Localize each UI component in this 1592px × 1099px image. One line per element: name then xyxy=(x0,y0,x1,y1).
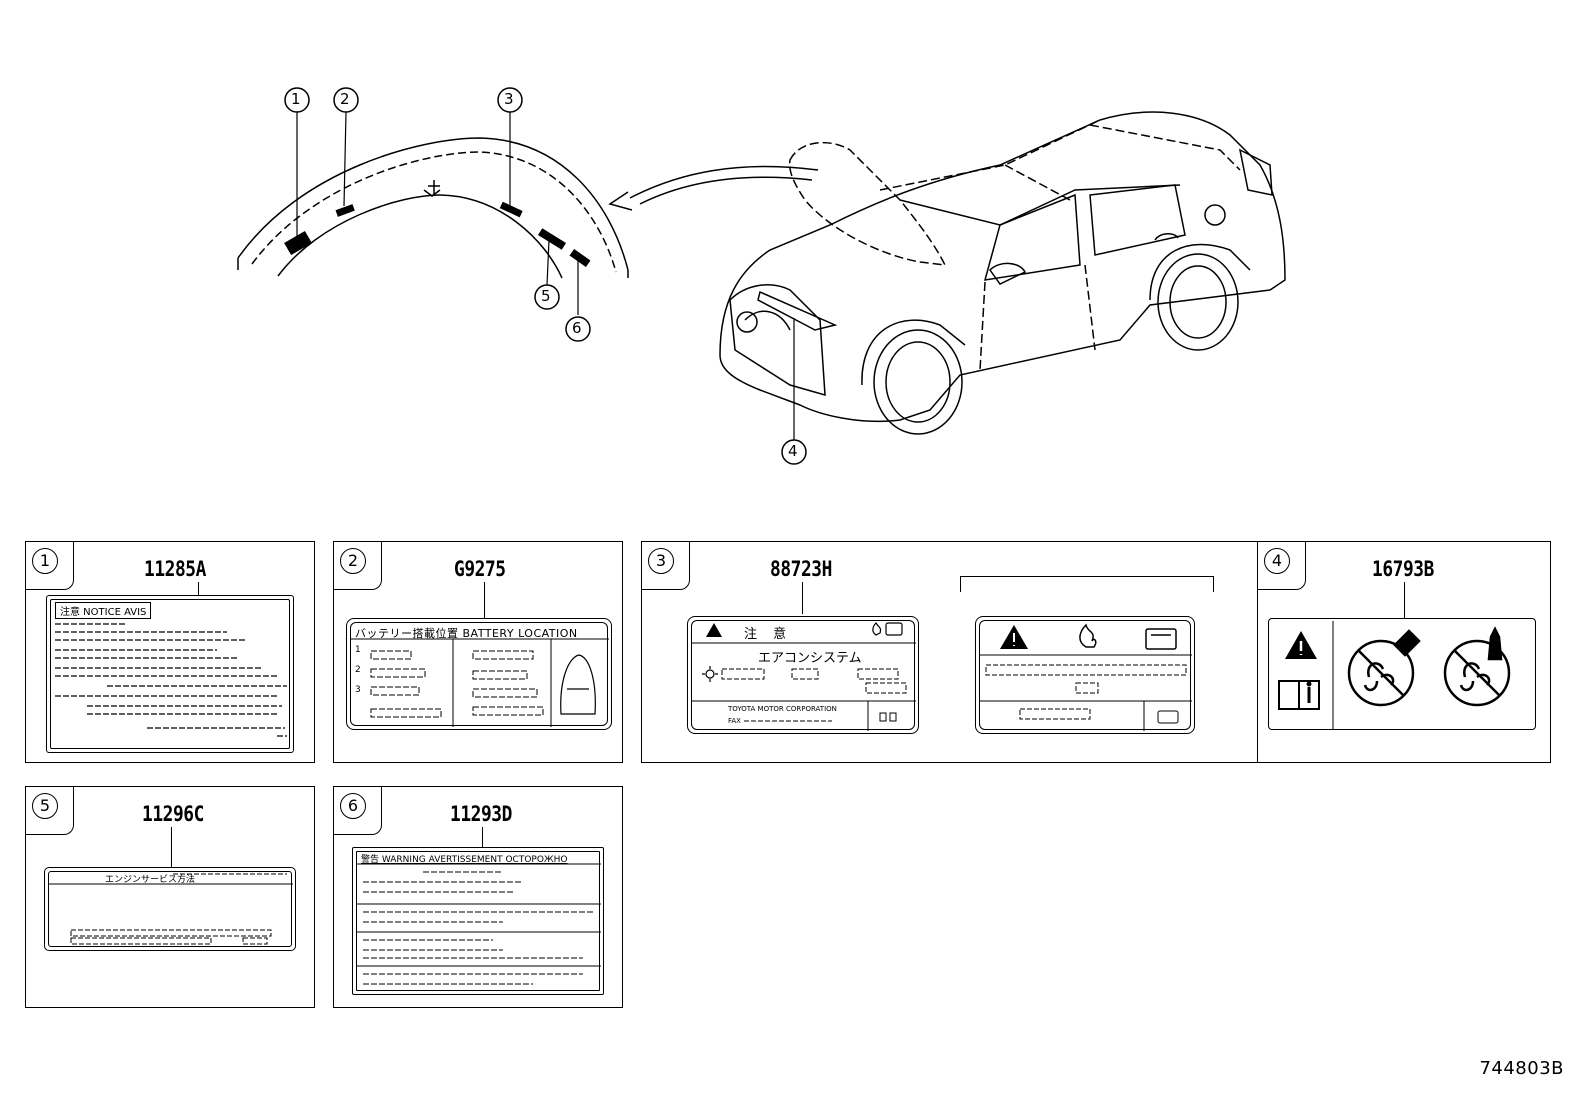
subnum-3: 3 xyxy=(355,685,361,695)
diagram-id: 744803B xyxy=(1479,1058,1564,1079)
hood-center-mark-icon xyxy=(423,180,441,197)
no-hand-fan-icon xyxy=(1347,629,1421,707)
flame-icon xyxy=(872,621,903,636)
panel-number: 2 xyxy=(340,548,366,574)
label-header: 注意 NOTICE AVIS xyxy=(55,602,152,619)
manual-book-icon xyxy=(1278,680,1320,710)
leader-line xyxy=(1404,582,1405,618)
panel-number: 4 xyxy=(1264,548,1290,574)
battery-car-topview-icon xyxy=(560,654,596,715)
subnum-1: 1 xyxy=(355,645,361,655)
part-number: G9275 xyxy=(454,557,506,581)
notice-label: 注意 NOTICE AVIS xyxy=(46,595,294,753)
vehicle-outline xyxy=(719,111,1286,435)
subnum-2: 2 xyxy=(355,665,361,675)
label-title: 注 意 xyxy=(744,627,793,642)
manual-book-icon xyxy=(1145,628,1177,650)
warning-triangle-icon xyxy=(706,623,722,637)
part-number: 11293D xyxy=(450,802,512,826)
panel-tab xyxy=(1258,542,1306,590)
label-system: エアコンシステム xyxy=(758,651,862,666)
panel-number: 1 xyxy=(32,548,58,574)
bracket-line xyxy=(960,576,1214,592)
panel-tab xyxy=(26,542,74,590)
label-panel-4: 4 16793B xyxy=(1257,541,1551,763)
part-number: 16793B xyxy=(1372,557,1434,581)
leader-line xyxy=(171,827,172,867)
warning-triangle-icon xyxy=(1000,625,1028,649)
illustration-callouts xyxy=(284,87,807,465)
label-header: 警告 WARNING AVERTISSEMENT OCTOPOЖHO xyxy=(361,855,568,865)
leader-line xyxy=(198,582,199,596)
callout-number-5: 5 xyxy=(541,287,551,305)
panel-tab xyxy=(334,542,382,590)
sun-icon xyxy=(702,666,718,682)
label-maker: TOYOTA MOTOR CORPORATION xyxy=(728,705,837,713)
part-number: 88723H xyxy=(770,557,832,581)
panel-tab xyxy=(642,542,690,590)
callout-number-2: 2 xyxy=(340,90,350,108)
warning-label: 警告 WARNING AVERTISSEMENT OCTOPOЖHO xyxy=(352,847,604,995)
no-tool-fan-icon xyxy=(1443,626,1511,707)
label-text-lines xyxy=(357,863,601,985)
panel-tab xyxy=(334,787,382,835)
label-panel-6: 6 11293D 警告 WARNING AVERTISSEMENT OCTOPO… xyxy=(333,786,623,1008)
leader-line xyxy=(482,827,483,847)
label-panel-1: 1 11285A 注意 NOTICE AVIS xyxy=(25,541,315,763)
ac-system-label-alt xyxy=(975,616,1195,734)
callout-number-4: 4 xyxy=(788,442,798,460)
leader-line xyxy=(802,582,803,614)
hood-label-markers xyxy=(284,201,591,268)
label-text-lines xyxy=(351,638,609,727)
label-panel-3: 3 88723H xyxy=(641,541,1268,763)
label-text-lines xyxy=(49,873,293,945)
label-panel-5: 5 11296C エンジンサービス方法 xyxy=(25,786,315,1008)
callout-number-1: 1 xyxy=(291,90,301,108)
label-text-lines xyxy=(55,623,287,737)
engine-service-label: エンジンサービス方法 xyxy=(44,867,296,951)
panel-tab xyxy=(26,787,74,835)
fan-warning-label xyxy=(1268,618,1536,730)
panel-number: 5 xyxy=(32,793,58,819)
leader-line xyxy=(484,582,485,618)
hood-underside-illustration xyxy=(237,87,1286,465)
panel-number: 6 xyxy=(340,793,366,819)
callout-number-3: 3 xyxy=(504,90,514,108)
label-header: バッテリー搭載位置 BATTERY LOCATION xyxy=(355,627,578,640)
warning-triangle-icon xyxy=(1285,631,1317,659)
battery-location-label: バッテリー搭載位置 BATTERY LOCATION xyxy=(346,618,612,730)
panel-number: 3 xyxy=(648,548,674,574)
flame-icon xyxy=(1079,623,1097,648)
label-header: エンジンサービス方法 xyxy=(105,875,196,885)
part-number: 11296C xyxy=(142,802,204,826)
callout-number-6: 6 xyxy=(572,319,582,337)
label-panel-2: 2 G9275 バッテリー搭載位置 BATTERY LOCATION xyxy=(333,541,623,763)
label-maker-line2: FAX xyxy=(728,717,741,725)
part-number: 11285A xyxy=(144,557,206,581)
ac-system-label: 注 意 エアコンシステム TOYOTA MOTOR CORPORATION FA… xyxy=(687,616,919,734)
